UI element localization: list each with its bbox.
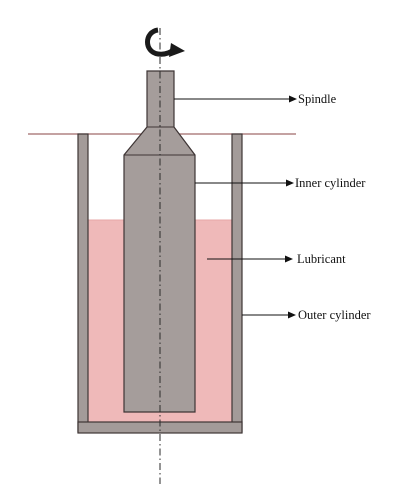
outer-cylinder-right-wall: [231, 133, 243, 433]
label-inner-cylinder: Inner cylinder: [295, 176, 366, 190]
rotation-arrow-icon: [145, 27, 185, 57]
label-outer-cylinder: Outer cylinder: [298, 308, 371, 322]
label-spindle: Spindle: [298, 92, 337, 106]
label-lubricant: Lubricant: [297, 252, 346, 266]
outer-cylinder-left-wall: [77, 133, 89, 433]
